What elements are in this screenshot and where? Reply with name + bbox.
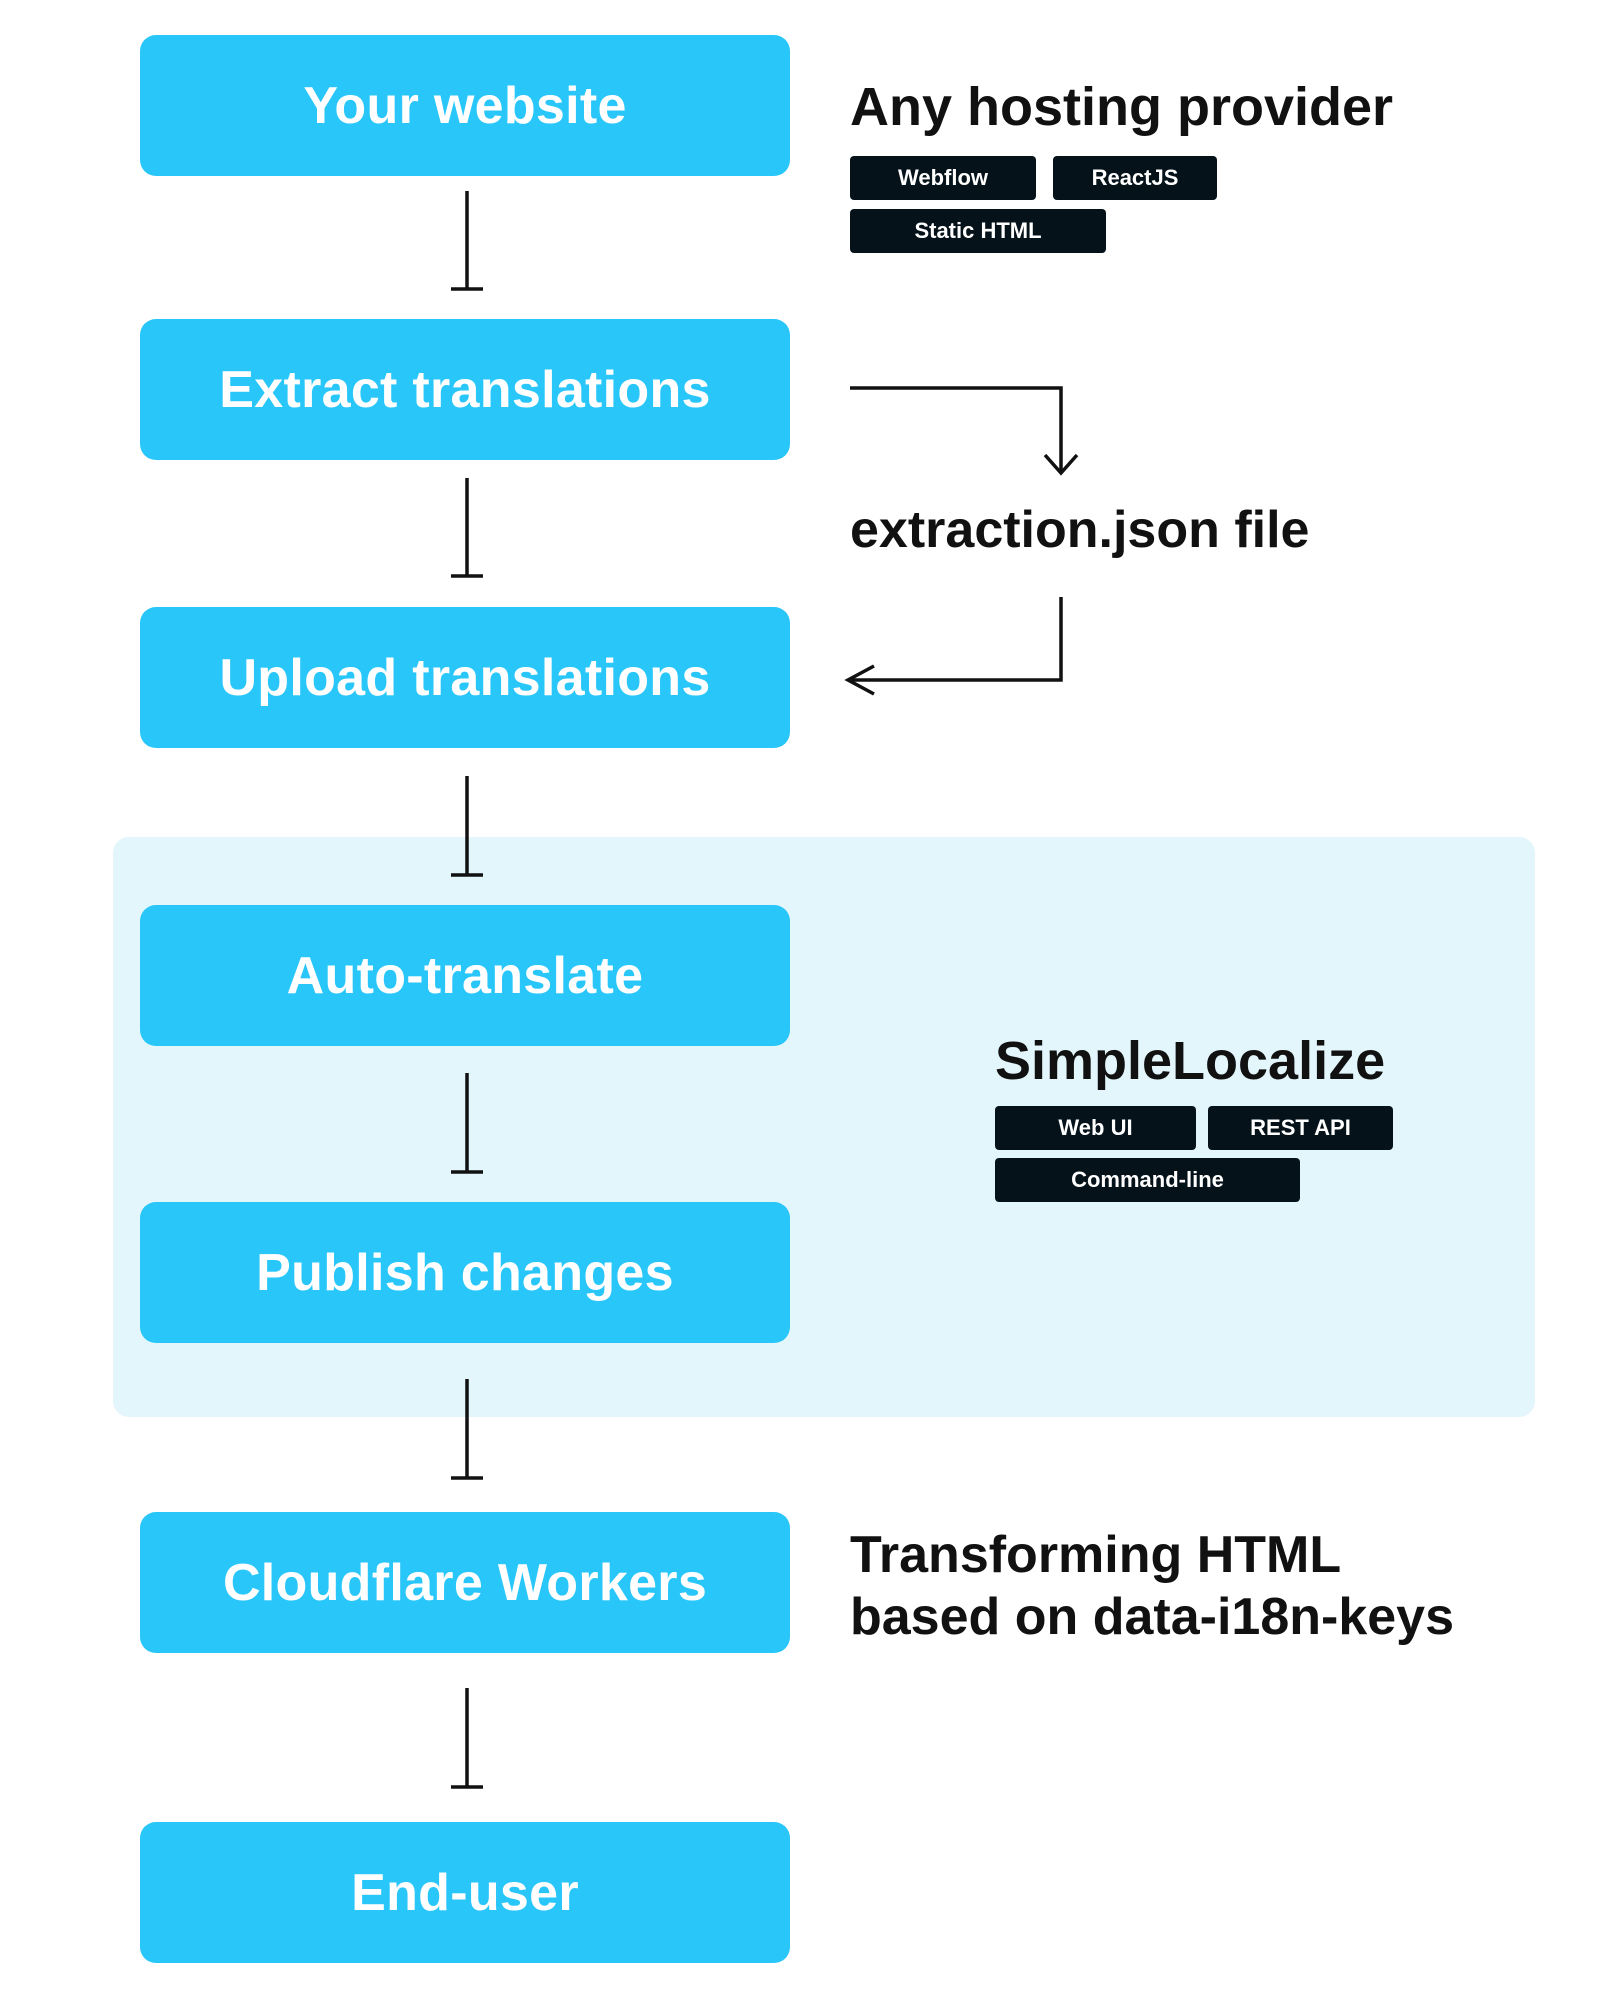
connector-cloudflare-enduser xyxy=(451,1688,483,1789)
step-auto-translate: Auto-translate xyxy=(140,905,790,1046)
step-your-website: Your website xyxy=(140,35,790,176)
connector-website-extract xyxy=(451,191,483,291)
arrow-file-to-upload xyxy=(844,597,1063,696)
hosting-provider-title: Any hosting provider xyxy=(850,77,1394,137)
step-publish-changes: Publish changes xyxy=(140,1202,790,1343)
arrow-extract-to-file xyxy=(850,386,1079,476)
step-cloudflare-workers: Cloudflare Workers xyxy=(140,1512,790,1653)
connector-extract-upload xyxy=(451,478,483,578)
tag-reactjs: ReactJS xyxy=(1053,156,1217,200)
tag-static-html: Static HTML xyxy=(850,209,1106,253)
tag-web-ui: Web UI xyxy=(995,1106,1196,1150)
transform-line-2: based on data-i18n-keys xyxy=(850,1588,1454,1646)
tag-webflow: Webflow xyxy=(850,156,1036,200)
step-extract-translations: Extract translations xyxy=(140,319,790,460)
transform-note: Transforming HTML based on data-i18n-key… xyxy=(850,1524,1454,1648)
simplelocalize-title: SimpleLocalize xyxy=(995,1031,1386,1091)
extraction-file-label: extraction.json file xyxy=(850,501,1310,559)
tag-command-line: Command-line xyxy=(995,1158,1300,1202)
step-end-user: End-user xyxy=(140,1822,790,1963)
tag-rest-api: REST API xyxy=(1208,1106,1393,1150)
step-upload-translations: Upload translations xyxy=(140,607,790,748)
transform-line-1: Transforming HTML xyxy=(850,1526,1342,1584)
